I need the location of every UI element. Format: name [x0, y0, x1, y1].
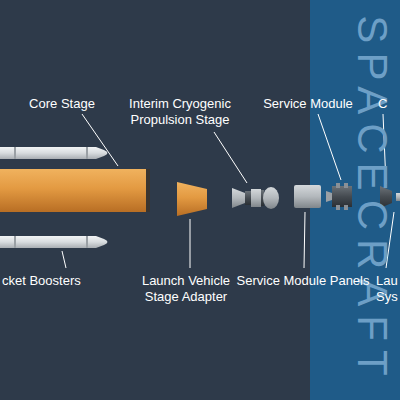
part-label: Service Module [263, 96, 353, 112]
part-label: C [378, 96, 387, 112]
service-module-panels [294, 185, 321, 208]
part-label: Core Stage [29, 96, 95, 112]
stage-adapter [177, 182, 207, 216]
part-label: Sys [376, 289, 398, 305]
spacecraft-band [310, 0, 400, 400]
part-label: cket Boosters [2, 273, 81, 289]
icps [232, 187, 279, 209]
part-label: Lau [376, 273, 398, 289]
watermark: SPACECRAFT [350, 15, 394, 384]
part-label: Service Module Panels [237, 273, 370, 289]
booster-top [0, 147, 108, 159]
part-label: Launch Vehicle Stage Adapter [129, 273, 244, 305]
leader-lines [62, 114, 394, 268]
booster-bottom [0, 236, 108, 248]
part-label: Interim Cryogenic Propulsion Stage [119, 96, 241, 128]
core-stage [0, 169, 150, 212]
service-module [326, 183, 352, 210]
